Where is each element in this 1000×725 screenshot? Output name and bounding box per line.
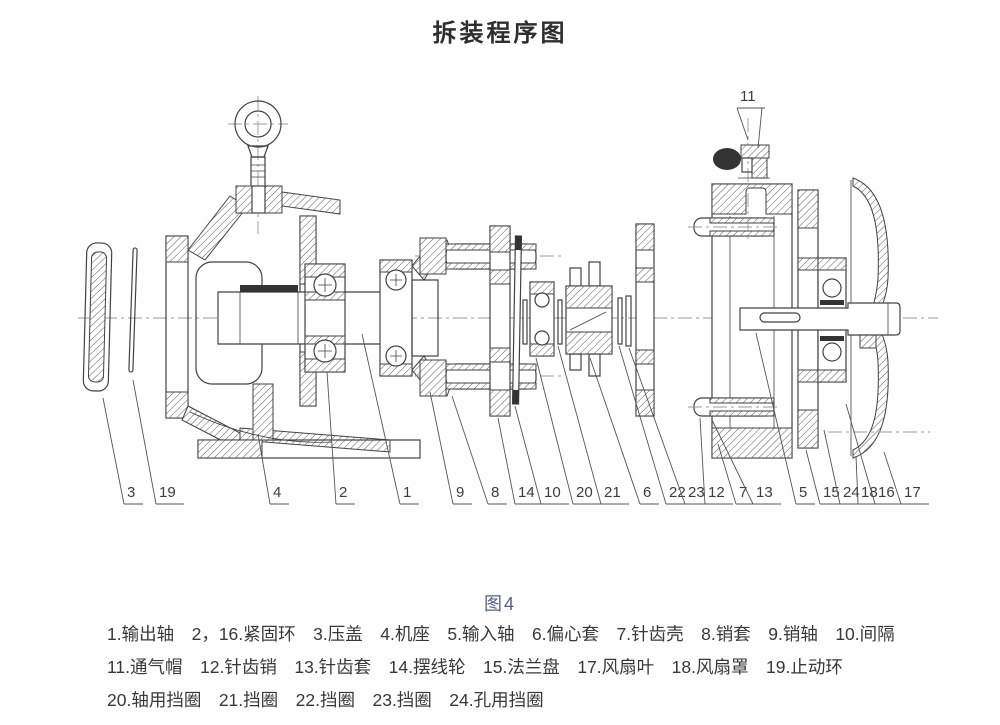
legend-line-3: 20.轴用挡圈 21.挡圈 22.挡圈 23.挡圈 24.孔用挡圈 xyxy=(107,690,544,710)
callout-11-leader-b xyxy=(757,107,763,149)
part-pin-gear-pin-top xyxy=(688,217,780,237)
callout-16: 16 xyxy=(845,403,903,505)
svg-text:11: 11 xyxy=(740,88,756,105)
callout-12: 12 xyxy=(699,417,733,505)
callout-15: 15 xyxy=(805,449,848,505)
part-cycloid-wheel-b xyxy=(635,223,655,417)
svg-text:24: 24 xyxy=(843,484,860,501)
part-bearing-b xyxy=(379,259,413,377)
svg-text:13: 13 xyxy=(756,484,773,501)
part-pin-gear-pin-bottom xyxy=(688,397,780,417)
part-breather-cap xyxy=(713,144,770,179)
callout-5: 5 xyxy=(755,332,815,505)
svg-text:12: 12 xyxy=(708,484,725,501)
callout-1: 1 xyxy=(361,333,419,505)
part-retainer-rings-left xyxy=(522,299,563,345)
parts-legend: 1.输出轴 2，16.紧固环 3.压盖 4.机座 5.输入轴 6.偏心套 7.针… xyxy=(107,618,967,717)
part-pin-gear-shell xyxy=(688,118,793,459)
callout-24: 24 xyxy=(823,429,868,505)
callout-4: 4 xyxy=(257,433,289,505)
svg-text:8: 8 xyxy=(491,484,499,501)
figure-caption: 图4 xyxy=(483,594,516,614)
svg-text:1: 1 xyxy=(403,484,411,501)
callout-2: 2 xyxy=(326,371,355,505)
svg-text:18: 18 xyxy=(861,484,878,501)
part-retainer-rings-right xyxy=(617,295,632,347)
callout-13: 13 xyxy=(711,419,781,505)
callout-21: 21 xyxy=(557,345,629,505)
svg-text:17: 17 xyxy=(904,484,921,501)
callout-6: 6 xyxy=(589,357,659,505)
callout-11: 11 xyxy=(736,88,765,141)
svg-text:2: 2 xyxy=(339,484,347,501)
callout-17: 17 xyxy=(883,451,929,505)
svg-text:16: 16 xyxy=(878,484,895,501)
part-fastening-ring xyxy=(240,285,298,292)
svg-text:21: 21 xyxy=(604,484,621,501)
svg-text:4: 4 xyxy=(273,484,281,501)
part-bearing-a xyxy=(304,263,346,373)
callout-7: 7 xyxy=(717,443,755,505)
callout-20: 20 xyxy=(535,357,601,505)
part-small-bearing xyxy=(529,281,555,357)
legend-line-1: 1.输出轴 2，16.紧固环 3.压盖 4.机座 5.输入轴 6.偏心套 7.针… xyxy=(107,624,895,644)
svg-text:22: 22 xyxy=(669,484,686,501)
part-stop-ring xyxy=(128,247,138,373)
callout-9: 9 xyxy=(429,391,472,505)
svg-text:7: 7 xyxy=(739,484,747,501)
part-machine-base xyxy=(165,185,421,459)
svg-text:10: 10 xyxy=(544,484,561,501)
svg-text:6: 6 xyxy=(643,484,651,501)
svg-text:14: 14 xyxy=(518,484,535,501)
part-spacer xyxy=(511,235,523,405)
svg-text:15: 15 xyxy=(823,484,840,501)
callout-8: 8 xyxy=(451,395,507,505)
page-title: 拆装程序图 xyxy=(432,20,568,47)
part-eccentric-sleeve xyxy=(565,261,613,377)
callout-3: 3 xyxy=(102,397,143,505)
callout-14: 14 xyxy=(497,417,543,505)
callout-19: 19 xyxy=(132,379,184,505)
svg-text:19: 19 xyxy=(159,484,176,501)
part-input-shaft xyxy=(739,302,901,336)
part-press-cover xyxy=(82,242,113,392)
svg-text:3: 3 xyxy=(127,484,135,501)
svg-text:5: 5 xyxy=(799,484,807,501)
svg-text:9: 9 xyxy=(456,484,464,501)
callout-23: 23 xyxy=(628,347,713,505)
legend-line-2: 11.通气帽 12.针齿销 13.针齿套 14.摆线轮 15.法兰盘 17.风扇… xyxy=(107,657,843,677)
part-cycloid-wheel-a xyxy=(489,225,511,417)
svg-text:20: 20 xyxy=(576,484,593,501)
callout-10: 10 xyxy=(514,405,569,505)
svg-text:23: 23 xyxy=(688,484,705,501)
